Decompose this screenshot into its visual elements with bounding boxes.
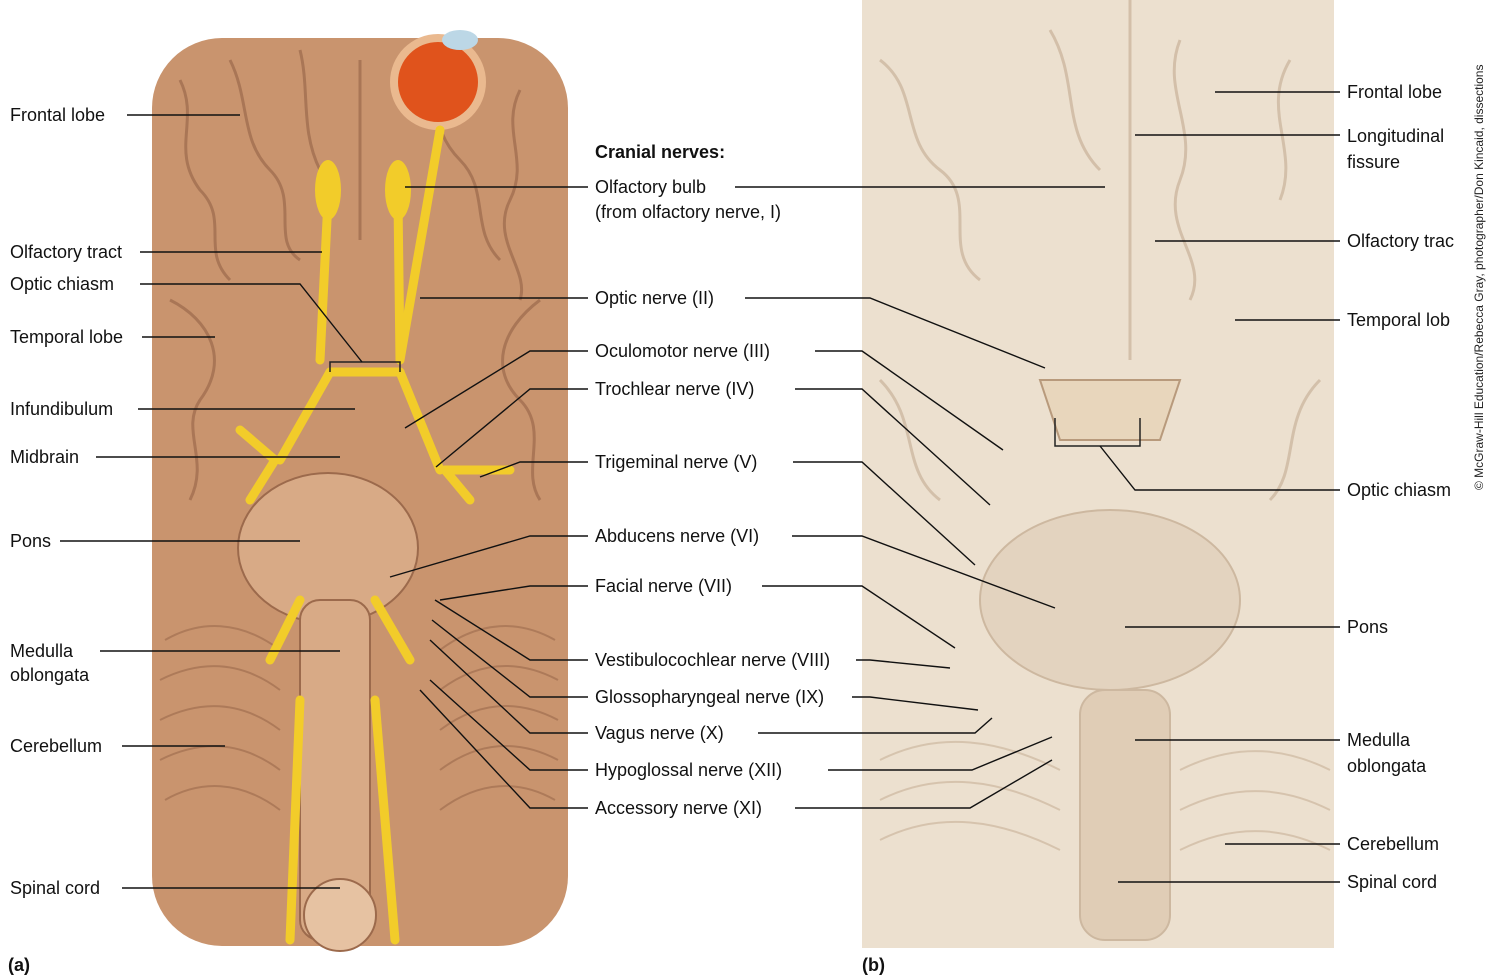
label-abducens-nerve: Abducens nerve (VI) [595, 525, 759, 547]
label-a-cerebellum: Cerebellum [10, 735, 102, 757]
label-olfactory-bulb-line1: Olfactory bulb [595, 176, 706, 198]
label-a-medulla-line1: Medulla [10, 640, 73, 662]
label-vestibulocochlear-nerve: Vestibulocochlear nerve (VIII) [595, 649, 830, 671]
panel-b-letter: (b) [862, 955, 885, 976]
label-accessory-nerve: Accessory nerve (XI) [595, 797, 762, 819]
label-a-midbrain: Midbrain [10, 446, 79, 468]
label-a-infundibulum: Infundibulum [10, 398, 113, 420]
label-vagus-nerve: Vagus nerve (X) [595, 722, 724, 744]
label-b-cerebellum: Cerebellum [1347, 833, 1439, 855]
panel-b-photo [862, 0, 1334, 948]
panel-a-illustration [152, 30, 568, 951]
label-b-olfactory-tract: Olfactory trac [1347, 230, 1454, 252]
label-a-temporal-lobe: Temporal lobe [10, 326, 123, 348]
label-trochlear-nerve: Trochlear nerve (IV) [595, 378, 754, 400]
label-b-optic-chiasm: Optic chiasm [1347, 479, 1451, 501]
label-b-spinal-cord: Spinal cord [1347, 871, 1437, 893]
label-b-temporal-lobe: Temporal lob [1347, 309, 1450, 331]
label-trigeminal-nerve: Trigeminal nerve (V) [595, 451, 757, 473]
label-b-frontal-lobe: Frontal lobe [1347, 81, 1442, 103]
cranial-nerves-heading: Cranial nerves: [595, 142, 725, 163]
label-facial-nerve: Facial nerve (VII) [595, 575, 732, 597]
label-optic-nerve: Optic nerve (II) [595, 287, 714, 309]
label-a-medulla-line2: oblongata [10, 664, 89, 686]
label-b-longitudinal-line1: Longitudinal [1347, 125, 1444, 147]
label-hypoglossal-nerve: Hypoglossal nerve (XII) [595, 759, 782, 781]
label-b-longitudinal-line2: fissure [1347, 151, 1400, 173]
label-b-pons: Pons [1347, 616, 1388, 638]
label-b-medulla-line1: Medulla [1347, 729, 1410, 751]
label-oculomotor-nerve: Oculomotor nerve (III) [595, 340, 770, 362]
panel-a-letter: (a) [8, 955, 30, 976]
label-a-olfactory-tract: Olfactory tract [10, 241, 122, 263]
label-b-medulla-line2: oblongata [1347, 755, 1426, 777]
label-a-frontal-lobe: Frontal lobe [10, 104, 105, 126]
label-glossopharyngeal-nerve: Glossopharyngeal nerve (IX) [595, 686, 824, 708]
label-a-pons: Pons [10, 530, 51, 552]
label-a-optic-chiasm: Optic chiasm [10, 273, 114, 295]
photo-credit: © McGraw-Hill Education/Rebecca Gray, ph… [1472, 65, 1486, 490]
label-olfactory-bulb-line2: (from olfactory nerve, I) [595, 201, 781, 223]
label-a-spinal-cord: Spinal cord [10, 877, 100, 899]
